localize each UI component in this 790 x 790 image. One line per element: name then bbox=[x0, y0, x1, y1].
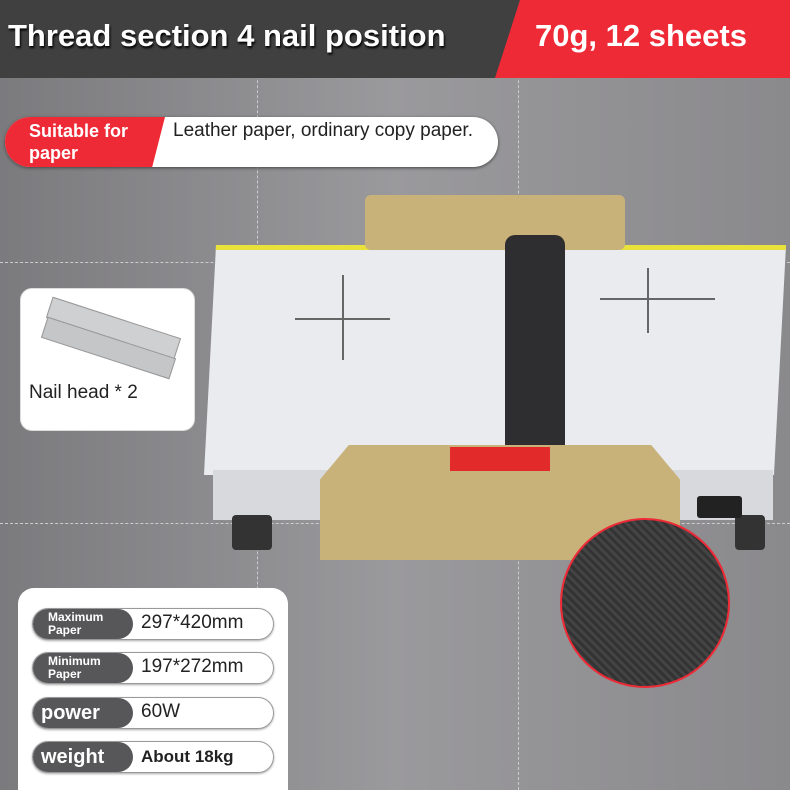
suitable-label: Suitable for paper bbox=[5, 117, 165, 167]
suitable-value: Leather paper, ordinary copy paper. bbox=[173, 120, 473, 141]
spec-key: Minimum Paper bbox=[33, 653, 133, 683]
spec-row-power: power 60W bbox=[32, 697, 274, 729]
header-highlight bbox=[495, 0, 790, 78]
spec-value: 197*272mm bbox=[141, 656, 244, 677]
spec-value: 297*420mm bbox=[141, 612, 244, 633]
spec-key: power bbox=[33, 698, 133, 728]
spec-card: Maximum Paper 297*420mm Minimum Paper 19… bbox=[18, 588, 288, 790]
spec-row-min-paper: Minimum Paper 197*272mm bbox=[32, 652, 274, 684]
header-highlight-text: 70g, 12 sheets bbox=[535, 18, 747, 53]
header-title: Thread section 4 nail position bbox=[8, 18, 446, 53]
spec-value: About 18kg bbox=[141, 747, 234, 766]
spec-row-max-paper: Maximum Paper 297*420mm bbox=[32, 608, 274, 640]
roller-detail-closeup bbox=[560, 518, 730, 688]
spec-value: 60W bbox=[141, 701, 181, 722]
spec-key: Maximum Paper bbox=[33, 609, 133, 639]
nail-head-card: Nail head * 2 bbox=[20, 288, 195, 431]
spec-key: weight bbox=[33, 742, 133, 772]
suitable-paper-badge: Suitable for paper Leather paper, ordina… bbox=[5, 117, 498, 167]
spec-row-weight: weight About 18kg bbox=[32, 741, 274, 773]
nail-head-label: Nail head * 2 bbox=[29, 382, 138, 403]
